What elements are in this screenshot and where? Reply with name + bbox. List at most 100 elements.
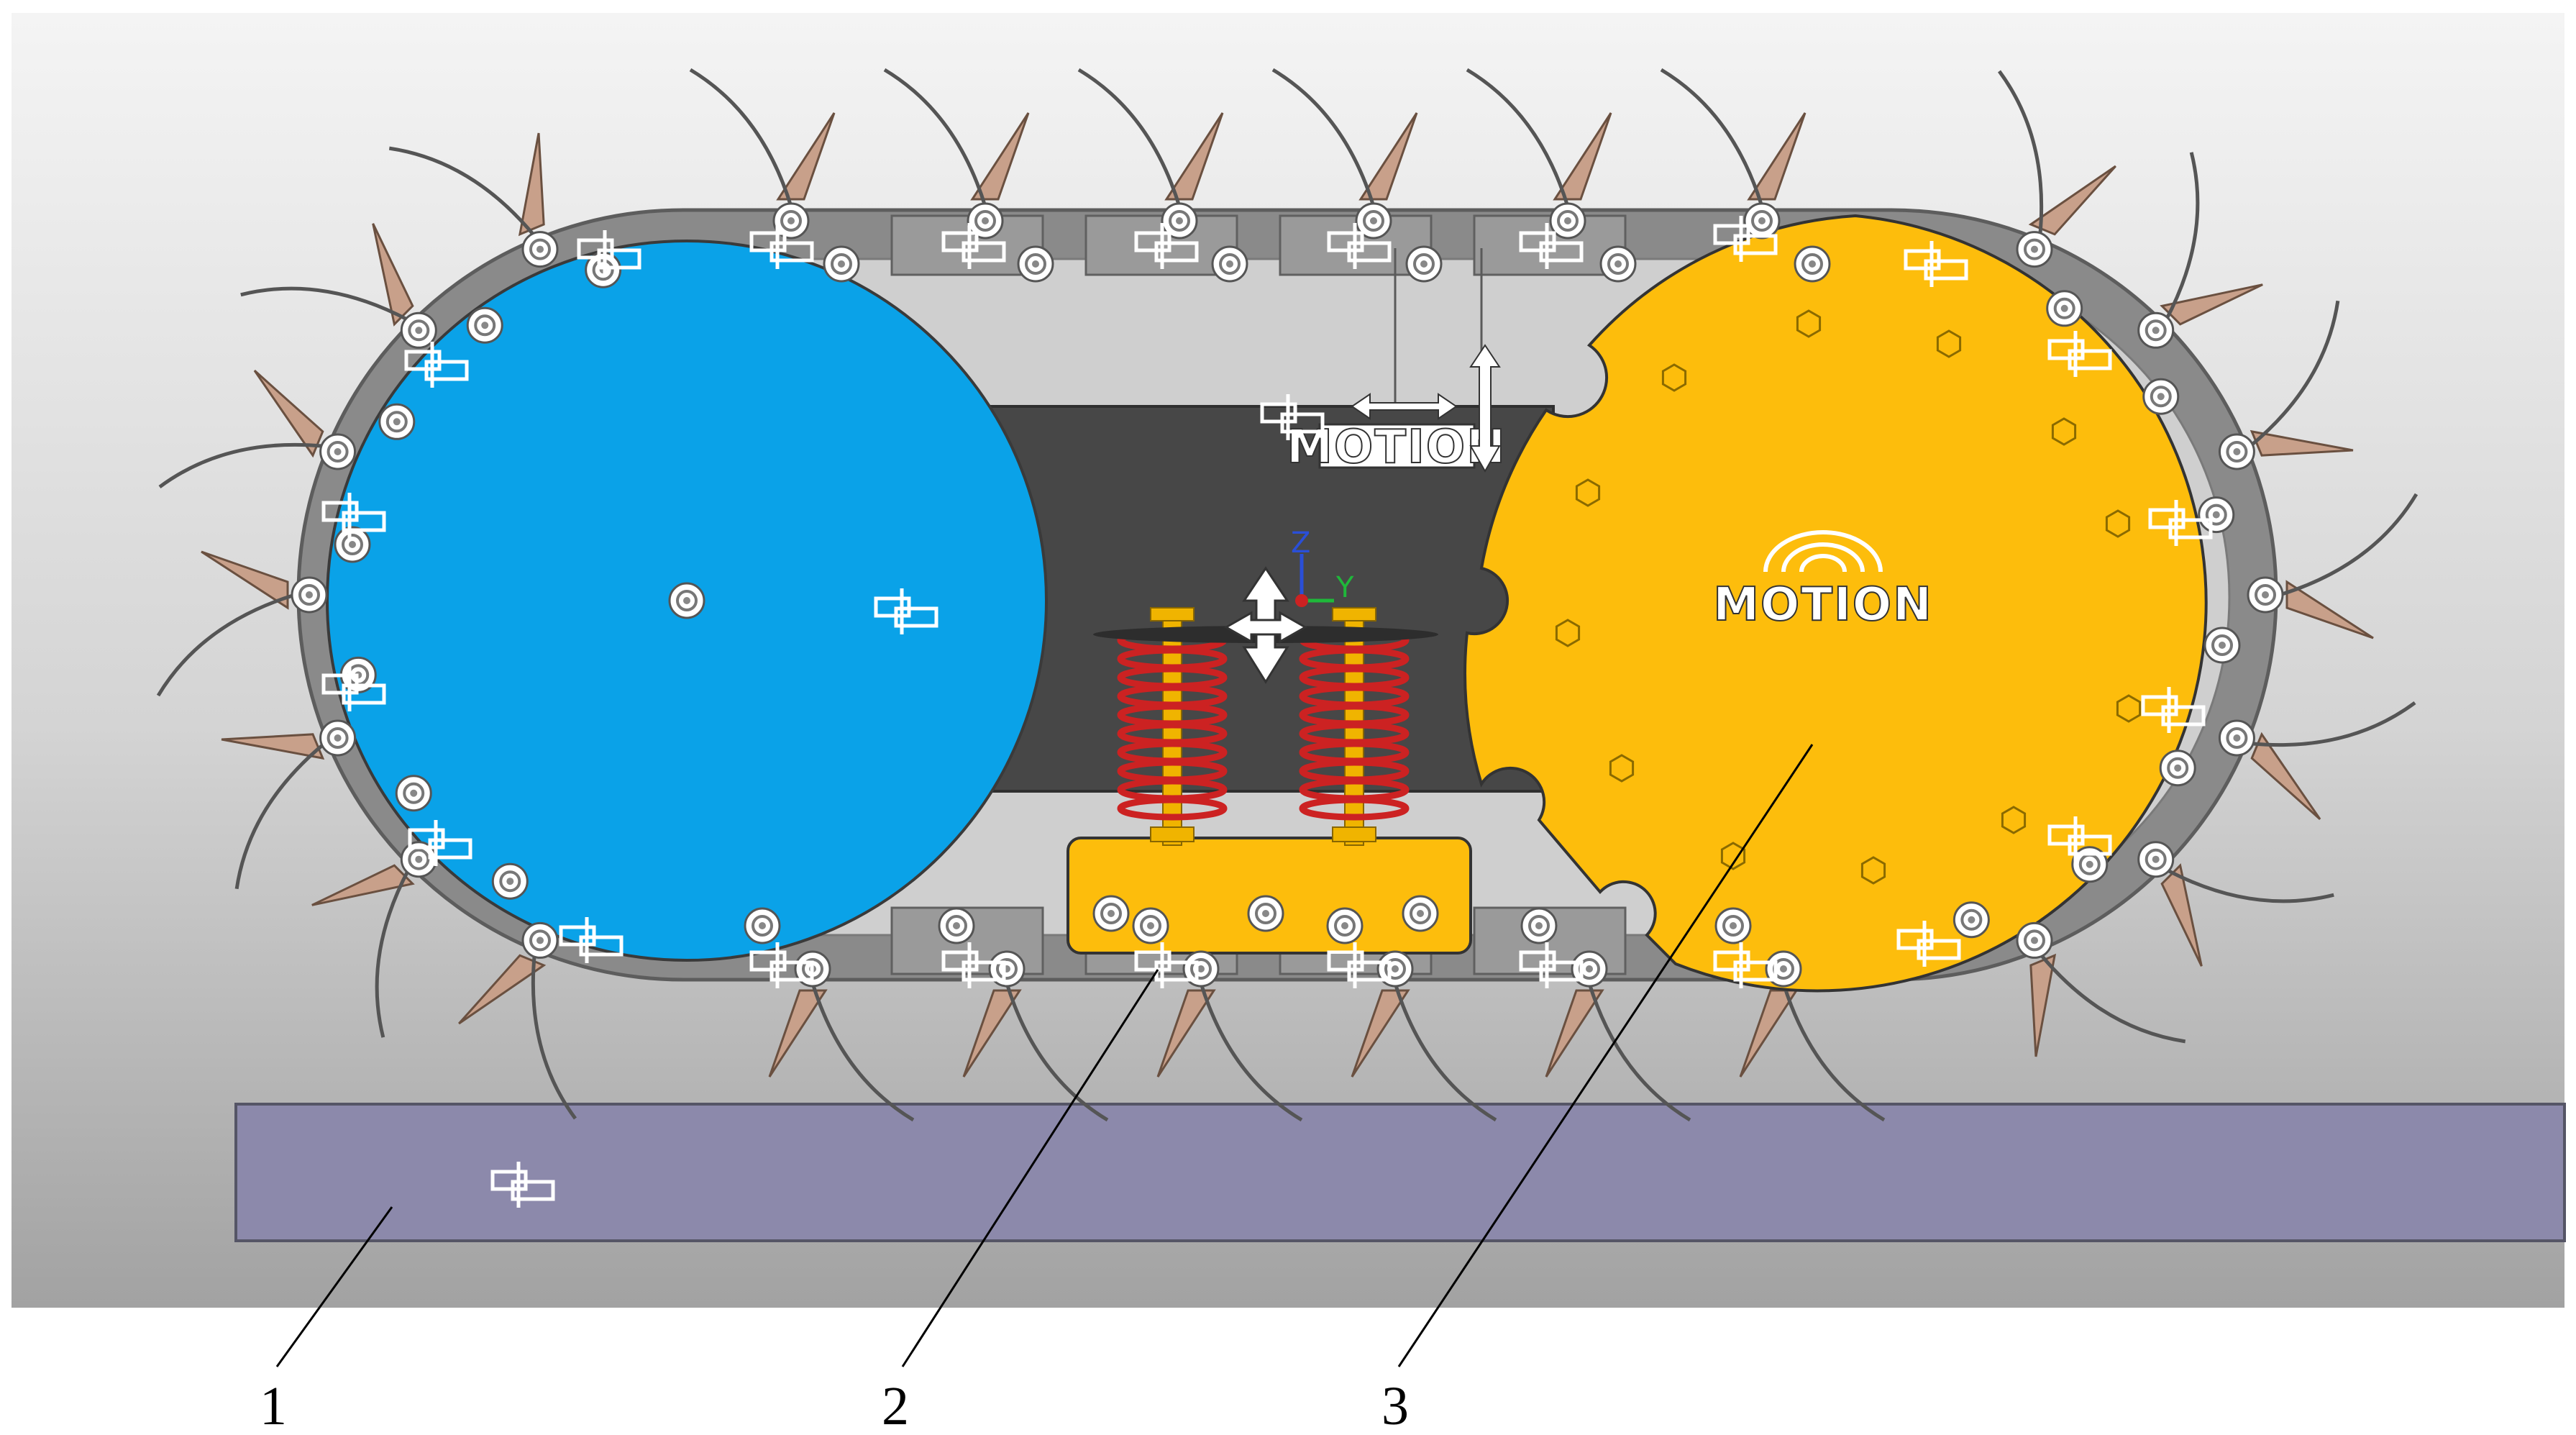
track-pin — [521, 230, 559, 268]
tine — [253, 370, 324, 458]
tine-wire — [1466, 68, 1570, 207]
track-pin-inner — [1599, 245, 1637, 283]
track-pin-inner — [1714, 907, 1752, 944]
coordinate-triad-icon: Y Z — [1291, 527, 1354, 607]
idler-hub-icon — [668, 582, 705, 619]
track-pin — [319, 433, 357, 471]
track-pin-inner — [1952, 901, 1991, 939]
tine — [2029, 953, 2057, 1057]
tine-wire — [158, 442, 325, 488]
drive-sprocket: MOTION — [1463, 214, 2208, 993]
tine — [458, 954, 547, 1025]
reference-frame-icon: MOTION — [1262, 344, 1506, 475]
bolt-hole — [2105, 509, 2131, 538]
tine — [201, 550, 289, 610]
bolt-hole — [1860, 856, 1886, 885]
tine-wire — [156, 593, 296, 697]
track-pin — [319, 719, 357, 757]
tine-wire — [1660, 68, 1764, 207]
tine — [962, 989, 1022, 1078]
tine — [1747, 112, 1807, 201]
tine-wire — [2250, 701, 2416, 747]
track-pin — [2015, 921, 2053, 960]
tine — [2250, 732, 2321, 820]
track-pin — [2218, 433, 2256, 471]
track-pin — [521, 921, 559, 960]
axis-y-label: Y — [1335, 571, 1354, 604]
track-pin-inner — [2197, 496, 2235, 534]
track-tines — [156, 68, 2419, 1122]
tine-wire — [1998, 70, 2044, 237]
track-pin — [2247, 576, 2284, 614]
tine-wire — [689, 68, 793, 207]
tine-wire — [531, 953, 577, 1120]
bolt-hole — [1555, 619, 1581, 647]
bolt-hole — [1575, 478, 1601, 507]
tine — [970, 112, 1030, 201]
tine-wire — [1271, 68, 1376, 207]
track-pin — [291, 576, 328, 614]
leader-line-1 — [275, 1206, 393, 1367]
bolt-hole — [2051, 417, 2077, 446]
track-pin-inner — [395, 774, 433, 812]
callout-3: 3 — [1381, 1376, 1409, 1435]
tine — [372, 223, 414, 327]
axis-z-label: Z — [1291, 527, 1310, 560]
tine — [518, 132, 545, 237]
spring-coil — [1299, 796, 1410, 821]
bolt-hole — [1796, 309, 1822, 338]
tine-wire — [2279, 493, 2419, 597]
track-pin-inner — [1211, 245, 1248, 283]
bolt-hole — [1661, 363, 1687, 392]
track-pin-inner — [1794, 245, 1831, 283]
tine-wire — [2165, 867, 2334, 903]
tine — [2028, 165, 2116, 236]
track-pin-inner — [938, 907, 975, 944]
tine-wire — [234, 742, 326, 890]
track-pin-inner — [466, 306, 504, 345]
tine — [1358, 112, 1418, 201]
tine-wire — [1587, 983, 1691, 1122]
drag-handle-icon — [1223, 566, 1308, 684]
track-pin — [2137, 311, 2175, 350]
ground-plate — [234, 1103, 2566, 1242]
tine-wire — [2038, 952, 2186, 1044]
tine-wire — [2249, 300, 2340, 448]
track-pin-inner — [334, 526, 371, 563]
track-pin-inner — [1326, 907, 1364, 944]
spring-coil — [1117, 796, 1228, 821]
tine — [776, 112, 836, 201]
tine — [768, 989, 828, 1078]
tine-wire — [810, 983, 915, 1122]
callout-2: 2 — [882, 1376, 909, 1435]
tine — [221, 733, 325, 760]
idler-wheel — [326, 240, 1048, 962]
track-pin-inner — [744, 907, 781, 944]
tine-wire — [883, 68, 987, 207]
tine-wire — [1199, 983, 1303, 1122]
tine-wire — [240, 286, 410, 322]
tine — [1553, 112, 1612, 201]
bolt-hole — [1936, 329, 1962, 358]
tine — [2160, 283, 2263, 326]
tine — [1164, 112, 1224, 201]
tine — [2250, 429, 2354, 457]
track-pin-inner — [2203, 627, 2241, 664]
tine — [1351, 989, 1410, 1078]
spring-right — [1299, 607, 1410, 846]
bolt-hole — [1720, 842, 1746, 870]
track-pin-inner — [1405, 245, 1443, 283]
tine-wire — [1077, 68, 1182, 207]
tine-wire — [2164, 152, 2200, 322]
tine — [2285, 580, 2374, 639]
track-pin-inner — [1017, 245, 1054, 283]
track-pin-inner — [2159, 749, 2197, 787]
tine — [1156, 989, 1216, 1078]
track-pin-inner — [1132, 907, 1169, 944]
track-pin — [2218, 719, 2256, 757]
track-pin-inner — [491, 862, 529, 901]
tine-wire — [1781, 983, 1886, 1122]
track-pin-inner — [2045, 289, 2083, 327]
drive-logo-text: MOTION — [1713, 578, 1933, 632]
